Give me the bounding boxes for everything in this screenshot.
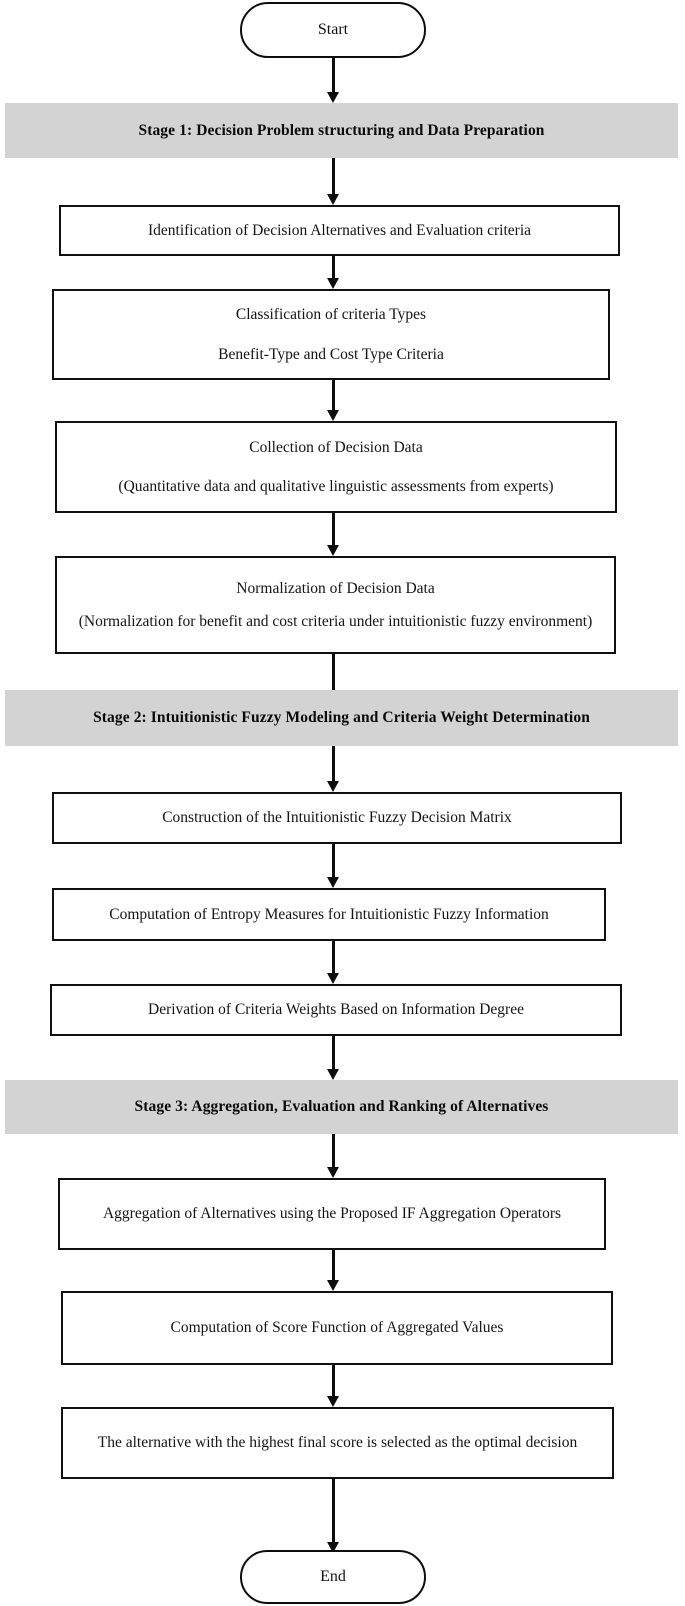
process-optimal-decision-selection: The alternative with the highest final s… bbox=[61, 1407, 614, 1479]
stage-banner-1-label: Stage 1: Decision Problem structuring an… bbox=[138, 121, 545, 139]
process-computation-of-entropy-measures: Computation of Entropy Measures for Intu… bbox=[52, 888, 606, 941]
process-line-1: Construction of the Intuitionistic Fuzzy… bbox=[162, 809, 512, 827]
stage-banner-3-label: Stage 3: Aggregation, Evaluation and Ran… bbox=[134, 1098, 549, 1115]
process-line-2: Benefit-Type and Cost Type Criteria bbox=[218, 345, 444, 363]
process-line-1: Computation of Entropy Measures for Intu… bbox=[109, 905, 549, 923]
process-line-1: Identification of Decision Alternatives … bbox=[147, 221, 532, 239]
process-line-1: Computation of Score Function of Aggrega… bbox=[170, 1319, 504, 1337]
process-line-2: (Quantitative data and qualitative lingu… bbox=[118, 478, 554, 495]
stage-banner-1: Stage 1: Decision Problem structuring an… bbox=[5, 103, 678, 158]
process-collection-of-decision-data: Collection of Decision Data (Quantitativ… bbox=[55, 421, 617, 513]
process-normalization-of-decision-data: Normalization of Decision Data (Normaliz… bbox=[55, 556, 616, 654]
stage-banner-2-label: Stage 2: Intuitionistic Fuzzy Modeling a… bbox=[93, 709, 590, 726]
process-line-1: The alternative with the highest final s… bbox=[97, 1434, 578, 1452]
process-line-1: Classification of criteria Types bbox=[235, 306, 427, 324]
node-start-label: Start bbox=[317, 21, 349, 39]
stage-banner-3: Stage 3: Aggregation, Evaluation and Ran… bbox=[5, 1080, 678, 1134]
process-line-1: Derivation of Criteria Weights Based on … bbox=[148, 1001, 524, 1019]
node-end: End bbox=[240, 1550, 426, 1604]
process-line-1: Collection of Decision Data bbox=[249, 438, 423, 456]
process-line-1: Aggregation of Alternatives using the Pr… bbox=[102, 1205, 562, 1223]
process-identification-of-alternatives: Identification of Decision Alternatives … bbox=[59, 205, 620, 256]
process-line-2: (Normalization for benefit and cost crit… bbox=[78, 613, 593, 630]
process-derivation-of-criteria-weights: Derivation of Criteria Weights Based on … bbox=[50, 984, 622, 1036]
process-line-1: Normalization of Decision Data bbox=[236, 579, 435, 597]
process-classification-of-criteria: Classification of criteria Types Benefit… bbox=[52, 289, 610, 380]
node-end-label: End bbox=[320, 1568, 346, 1586]
process-construction-of-if-decision-matrix: Construction of the Intuitionistic Fuzzy… bbox=[52, 792, 622, 844]
process-aggregation-of-alternatives: Aggregation of Alternatives using the Pr… bbox=[58, 1178, 606, 1250]
node-start: Start bbox=[240, 2, 426, 58]
process-computation-of-score-function: Computation of Score Function of Aggrega… bbox=[61, 1291, 613, 1365]
stage-banner-2: Stage 2: Intuitionistic Fuzzy Modeling a… bbox=[5, 690, 678, 746]
